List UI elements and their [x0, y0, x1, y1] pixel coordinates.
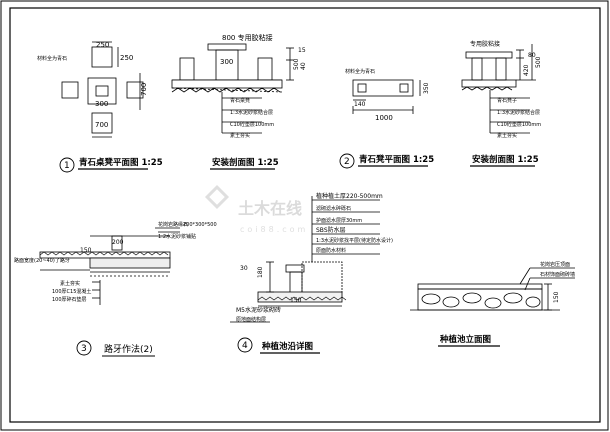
d1-material-label: 材料全为青石 [37, 55, 67, 62]
d3-dim-150: 150 [80, 247, 92, 254]
d3-title: 路牙作法(2) [104, 343, 153, 355]
d1s-layer-2: C10砼垫层100mm [230, 121, 274, 128]
drawing-2-section [461, 44, 536, 134]
d5-label-1: 石材饰面砌砖墙 [540, 271, 575, 278]
drawing-1-plan: 材料全为青石 [37, 41, 144, 138]
d2s-title: 安装剖面图 1:25 [472, 154, 539, 165]
d3-label-0: 花岗岩路缘石 [158, 221, 188, 228]
d2s-layer-2: C10砼垫层100mm [497, 121, 541, 128]
d2s-dim-80: 80 [528, 52, 536, 59]
d3-label-6: 100厚碎石垫层 [52, 296, 87, 303]
d2-dim-350: 350 [423, 82, 430, 94]
d3-number: 3 [81, 344, 87, 354]
d4-dim-150: 150 [290, 297, 302, 304]
d4-title: 种植池沿详图 [261, 341, 313, 352]
d2s-layer-0: 青石凳子 [497, 97, 517, 104]
d4-label-0: 植种植土厚220-500mm [316, 192, 383, 200]
d2-material-label: 材料全为青石 [345, 68, 375, 75]
d1-dim-stool-w: 250 [96, 41, 109, 49]
d2s-dim-500: 500 [535, 56, 542, 68]
d3-label-5: 100厚C15混凝土 [52, 288, 91, 295]
d4-label-4: 1:3水泥砂浆找平层(待定防水设计) [316, 237, 393, 244]
d4-dim-180: 180 [257, 266, 264, 278]
d1s-title: 安装剖面图 1:25 [212, 157, 279, 168]
d2s-layer-1: 1:3水泥砂浆结合层 [497, 109, 540, 116]
d3-dim-200: 200 [112, 239, 124, 246]
watermark-text: 土木在线 [238, 199, 302, 218]
drawing-3-curb [39, 227, 180, 305]
d2s-dim-420: 420 [523, 64, 530, 76]
d4-label-7: 原地面结构层 [236, 316, 266, 323]
d4-title-block: 4 种植池沿详图 [237, 337, 320, 354]
inner-frame [9, 7, 601, 423]
d2-title-block: 2 青石凳平面图 1:25 [339, 153, 434, 169]
d4-label-2: 护面滤水层厚30mm [316, 217, 362, 224]
watermark: 土木在线 coi88.com [204, 184, 308, 234]
d2-dim-140: 140 [354, 101, 366, 108]
d4-dim-30: 30 [240, 265, 248, 272]
d1-dim-overall: 700 [140, 83, 148, 96]
d1-dim-center: 300 [95, 100, 108, 108]
drawing-5-planter-elevation [410, 267, 575, 311]
d1s-layer-0: 青石桌凳 [230, 97, 250, 104]
d3-label-2: 1:2水泥砂浆铺贴 [158, 233, 196, 240]
d5-stone-wall [417, 288, 543, 311]
d2s-layer-3: 素土夯实 [497, 132, 517, 139]
d1s-dim-300: 300 [220, 58, 233, 66]
d1s-layer-1: 1:3水泥砂浆结合层 [230, 109, 273, 116]
d1-title: 青石桌凳平面图 1:25 [79, 157, 163, 168]
d1s-dim-500: 500 [293, 58, 300, 70]
d5-label-0: 花岗岩压顶面 [540, 261, 570, 268]
d1s-dim-40: 40 [300, 62, 307, 70]
drawing-2-plan [352, 79, 421, 114]
d3-label-4: 素土夯实 [60, 280, 80, 287]
d1s-top-label: 800 专用胶粘接 [222, 33, 273, 42]
d4-number: 4 [242, 341, 248, 351]
d1-dim-table-w: 700 [95, 121, 108, 129]
d5-title: 种植池立面图 [439, 334, 491, 345]
drawing-4-planter-edge [230, 196, 380, 323]
d3-label-1: 200*300*500 [183, 222, 217, 228]
d3-label-3: 路面宽度(20~40)了路牙 [14, 257, 70, 264]
d1-title-block: 1 青石桌凳平面图 1:25 [59, 157, 163, 173]
d2-title: 青石凳平面图 1:25 [359, 154, 434, 165]
d2-dim-1000: 1000 [375, 114, 393, 122]
d1s-dim-15: 15 [298, 47, 306, 54]
d4-label-6: M5水泥砂浆砌砖 [236, 306, 281, 314]
watermark-sub: coi88.com [240, 225, 308, 234]
d4-label-5: 原面防水材料 [316, 247, 346, 254]
d4-label-1: 滤砌滤水碎砾石 [316, 205, 351, 212]
d1-dim-stool-h: 250 [120, 54, 133, 62]
drawing-1-section [171, 43, 294, 134]
d1s-layer-3: 素土夯实 [230, 132, 250, 139]
d4-label-3: SBS防水层 [316, 226, 346, 234]
d3-title-block: 3 路牙作法(2) [76, 340, 155, 357]
d1-number: 1 [64, 161, 70, 171]
d5-dim-150: 150 [553, 291, 560, 303]
d2-number: 2 [344, 157, 350, 167]
d2s-top-label: 专用胶粘接 [470, 40, 500, 48]
